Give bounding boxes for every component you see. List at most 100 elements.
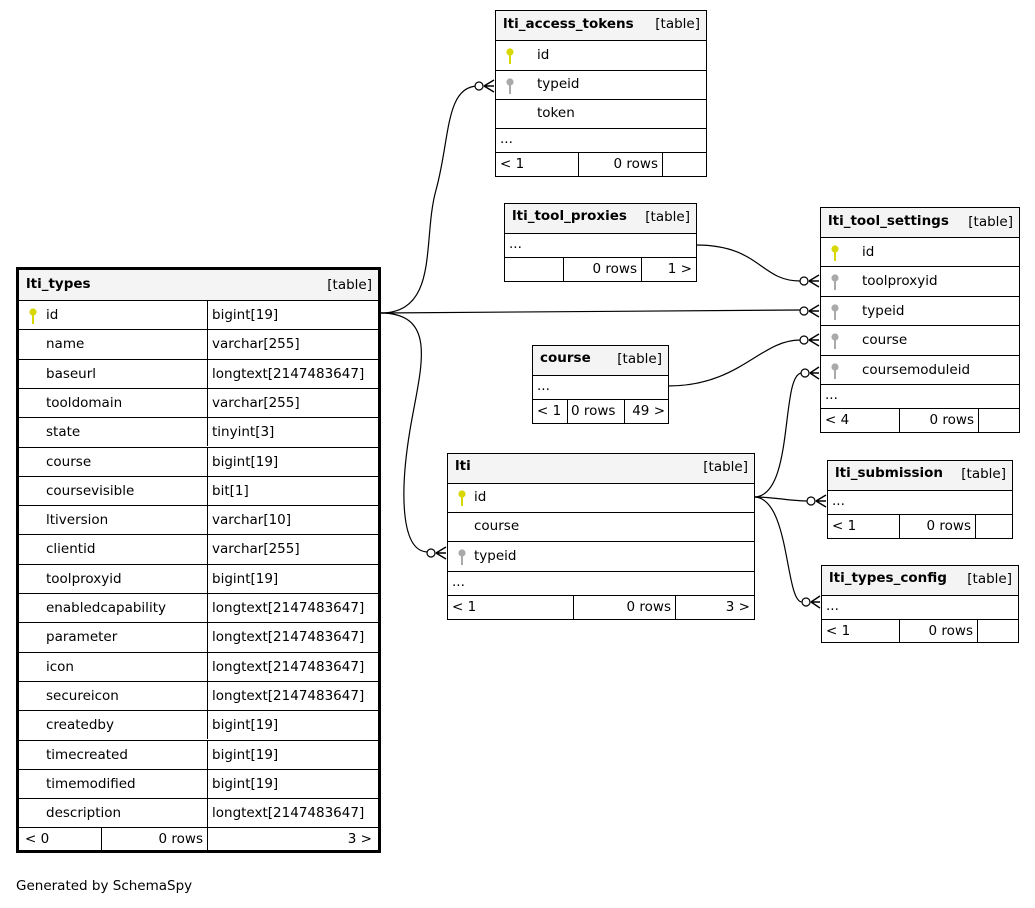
column-name: toolproxyid [862, 273, 938, 290]
foreign-key-icon [831, 304, 839, 320]
generated-by-caption: Generated by SchemaSpy [16, 878, 193, 894]
column-type: bigint[19] [212, 307, 279, 323]
column-type: longtext[2147483647] [212, 365, 365, 382]
crowfoot-marker [435, 546, 447, 560]
table-name: lti [455, 458, 471, 474]
column-name: ltiversion [46, 512, 109, 529]
column-name: name [46, 336, 85, 353]
column-name: token [537, 105, 575, 121]
edge-lti-types-to-lti [379, 312, 429, 553]
table-course[interactable]: course [table] ... < 1 0 rows 49 > [532, 345, 669, 424]
primary-key-icon [29, 308, 37, 324]
table-footer: < 1 0 rows [828, 514, 1012, 539]
footer-rows: 0 rows [929, 412, 974, 428]
footer-parents: < 0 [25, 831, 50, 847]
table-lti-tool-settings[interactable]: lti_tool_settings [table] id toolproxyid t… [820, 207, 1020, 433]
column-type: bit[1] [212, 482, 249, 499]
table-lti-access-tokens[interactable]: lti_access_tokens [table] id typeid toke… [495, 10, 707, 177]
table-footer: 0 rows 1 > [505, 257, 696, 282]
column-name: state [46, 424, 81, 441]
footer-rows: 0 rows [571, 403, 616, 419]
table-footer: < 1 0 rows 3 > [448, 595, 754, 620]
column-name: id [46, 307, 59, 323]
table-name: lti_tool_settings [828, 213, 949, 229]
column-type: bigint[19] [212, 775, 279, 792]
table-lti-types-config[interactable]: lti_types_config [table] ... < 1 0 rows [821, 565, 1019, 643]
edge-end-marker [801, 597, 811, 607]
column-row: token [496, 99, 706, 128]
table-tag: [table] [617, 351, 662, 367]
column-type: longtext[2147483647] [212, 805, 365, 822]
column-row: toolproxyid bigint[19] [19, 563, 378, 593]
primary-key-icon [506, 48, 514, 64]
column-type: longtext[2147483647] [212, 658, 365, 675]
column-name: coursemoduleid [862, 361, 971, 378]
column-name: toolproxyid [46, 570, 122, 587]
table-name: lti_access_tokens [503, 16, 634, 32]
table-name: course [540, 350, 591, 366]
crowfoot-marker [810, 595, 821, 609]
column-row: typeid [821, 295, 1019, 325]
table-tag: [table] [961, 466, 1006, 482]
table-tag: [table] [968, 214, 1013, 230]
column-type: varchar[255] [212, 394, 300, 411]
footer-parents: < 1 [500, 156, 525, 172]
column-name: course [862, 332, 908, 349]
column-row: typeid [496, 70, 706, 99]
column-name: id [474, 489, 487, 505]
table-header: lti_submission [table] [828, 461, 1012, 490]
column-row: description longtext[2147483647] [19, 798, 378, 828]
table-tag: [table] [655, 16, 700, 32]
column-name: baseurl [46, 365, 97, 382]
column-row: coursemoduleid [821, 354, 1019, 384]
edge-end-marker [474, 81, 484, 91]
table-lti-submission[interactable]: lti_submission [table] ... < 1 0 rows [827, 460, 1013, 539]
column-row: course [821, 325, 1019, 354]
table-header: lti_access_tokens [table] [496, 11, 706, 40]
column-name: enabledcapability [46, 600, 166, 616]
foreign-key-icon [506, 78, 514, 94]
column-type: bigint[19] [212, 717, 279, 734]
table-header: course [table] [533, 346, 668, 375]
table-footer: < 0 0 rows 3 > [19, 827, 378, 853]
foreign-key-icon [831, 333, 839, 350]
column-row: id [821, 237, 1019, 266]
table-name: lti_tool_proxies [512, 208, 627, 224]
column-name: timecreated [46, 746, 128, 763]
table-tag: [table] [703, 459, 748, 475]
footer-children: 1 > [667, 261, 692, 277]
column-row: id [496, 40, 706, 70]
table-lti-tool-proxies[interactable]: lti_tool_proxies [table] ... 0 rows 1 > [504, 203, 697, 282]
foreign-key-icon [831, 274, 839, 291]
table-header: lti_tool_settings [table] [821, 208, 1019, 237]
column-type: bigint[19] [212, 570, 279, 587]
column-name: timemodified [46, 775, 136, 792]
column-name: secureicon [46, 687, 119, 704]
column-name: description [46, 805, 122, 822]
column-row: id bigint[19] [19, 300, 378, 330]
footer-rows: 0 rows [928, 623, 973, 639]
table-name: lti_submission [835, 465, 944, 481]
edge-lti-types-to-tool-settings [379, 309, 801, 314]
table-header: lti_tool_proxies [table] [505, 204, 696, 233]
footer-parents: < 4 [825, 412, 850, 428]
foreign-key-icon [458, 549, 466, 565]
edge-lti-to-coursemoduleid [753, 372, 803, 498]
edge-course-to-tool-settings [667, 339, 801, 387]
column-type: longtext[2147483647] [212, 629, 365, 646]
column-ellipsis: ... [828, 490, 1012, 514]
column-name: typeid [474, 548, 517, 564]
table-lti[interactable]: lti [table] id course typeid ... < 1 0 r… [447, 453, 755, 620]
column-name: icon [46, 658, 74, 675]
footer-rows: 0 rows [158, 831, 203, 847]
edge-end-marker [799, 306, 809, 316]
footer-parents: < 1 [537, 403, 562, 419]
